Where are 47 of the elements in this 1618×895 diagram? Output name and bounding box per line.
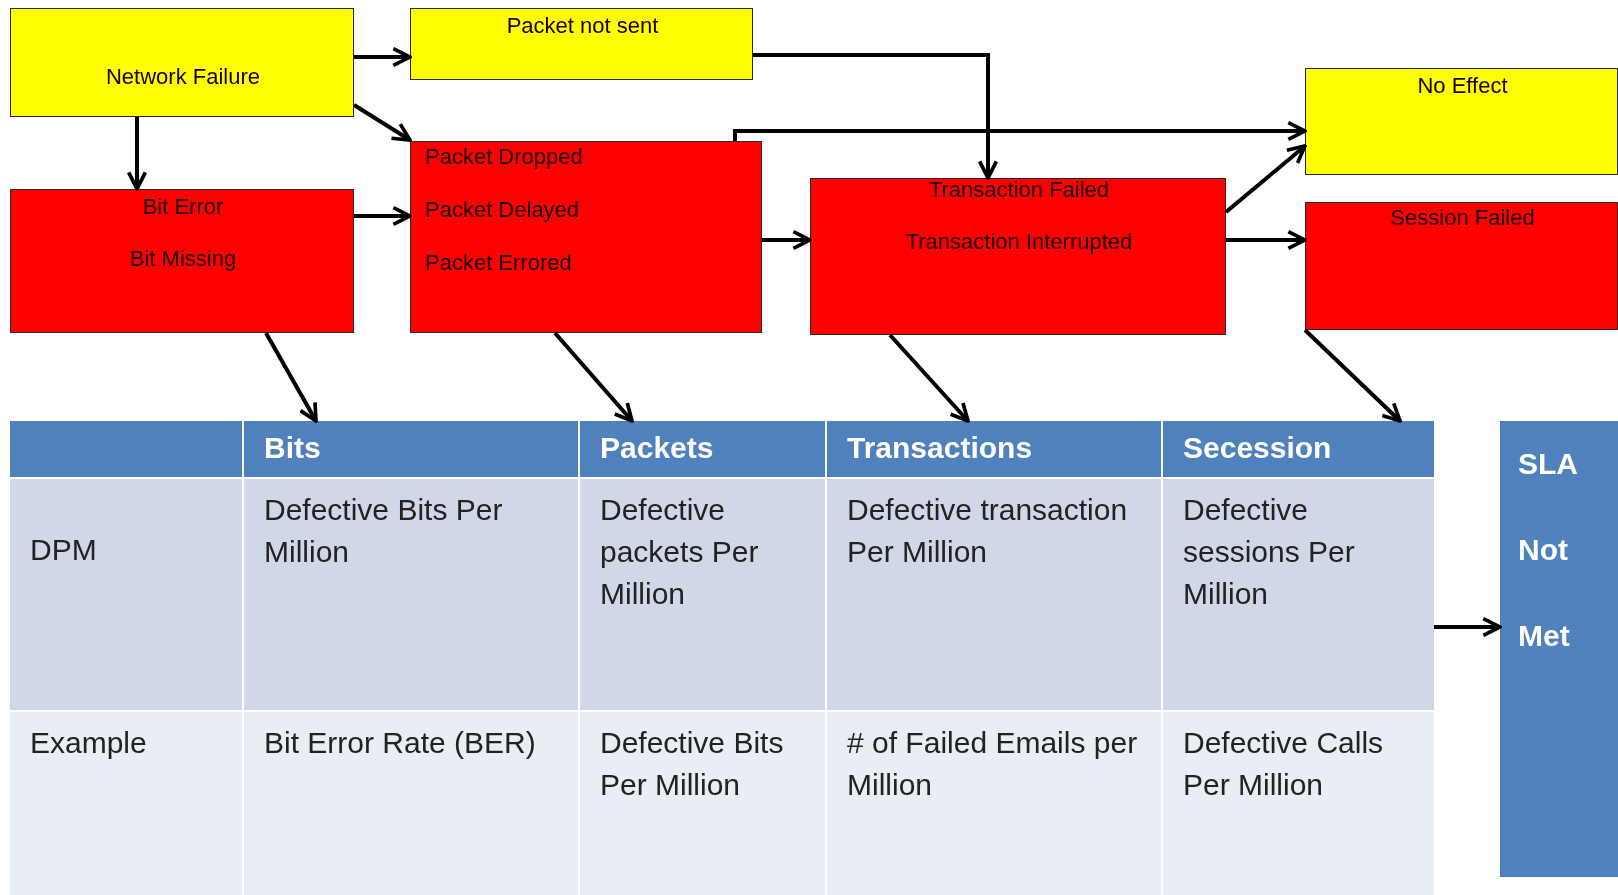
failure-box [810, 178, 1226, 335]
box-text: Packet not sent [505, 13, 660, 39]
arrow [1224, 144, 1307, 214]
arrow [1303, 328, 1402, 423]
table-cell: Defective sessions Per Million [1163, 479, 1434, 710]
arrow [553, 331, 634, 423]
box-text: Packet Errored [425, 250, 572, 276]
box-text: Packet Delayed [425, 197, 580, 223]
failure-box [10, 189, 354, 333]
box-text: Bit Error [141, 194, 225, 220]
arrow [733, 120, 1307, 142]
arrow [753, 53, 999, 180]
arrow [1226, 229, 1307, 251]
outcome-box [1305, 68, 1618, 175]
arrow [264, 332, 318, 423]
column-header: Secession [1163, 421, 1434, 477]
column-header: Bits [244, 421, 578, 477]
failure-box [1305, 202, 1618, 330]
box-text: No Effect [1416, 73, 1509, 99]
arrow [352, 103, 412, 142]
arrow [126, 117, 148, 191]
column-header: Transactions [827, 421, 1161, 477]
outcome-box [410, 8, 753, 80]
outcome-box [10, 8, 354, 117]
failure-box [410, 141, 762, 333]
table-cell: Defective Bits Per Million [580, 712, 825, 895]
arrow [762, 229, 812, 251]
table-cell: Defective packets Per Million [580, 479, 825, 710]
box-text: Transaction Failed [927, 177, 1111, 203]
arrow [354, 46, 412, 68]
table-cell: Defective Calls Per Million [1163, 712, 1434, 895]
arrow [1434, 616, 1502, 638]
status-panel: SLA Not Met [1500, 421, 1618, 877]
table-cell: Bit Error Rate (BER) [244, 712, 578, 895]
table-cell: Defective Bits Per Million [244, 479, 578, 710]
table-cell: # of Failed Emails per Million [827, 712, 1161, 895]
box-text: Network Failure [104, 64, 261, 90]
box-text: Packet Dropped [425, 144, 583, 170]
column-header: Packets [580, 421, 825, 477]
table-cell: Defective transaction Per Million [827, 479, 1161, 710]
arrow [354, 205, 412, 227]
box-text: Session Failed [1389, 205, 1536, 231]
box-text: Transaction Interrupted [904, 229, 1134, 255]
table-cell: DPM [10, 479, 242, 710]
table-cell: Example [10, 712, 242, 895]
arrow [888, 333, 970, 423]
box-text: Bit Missing [128, 246, 238, 272]
